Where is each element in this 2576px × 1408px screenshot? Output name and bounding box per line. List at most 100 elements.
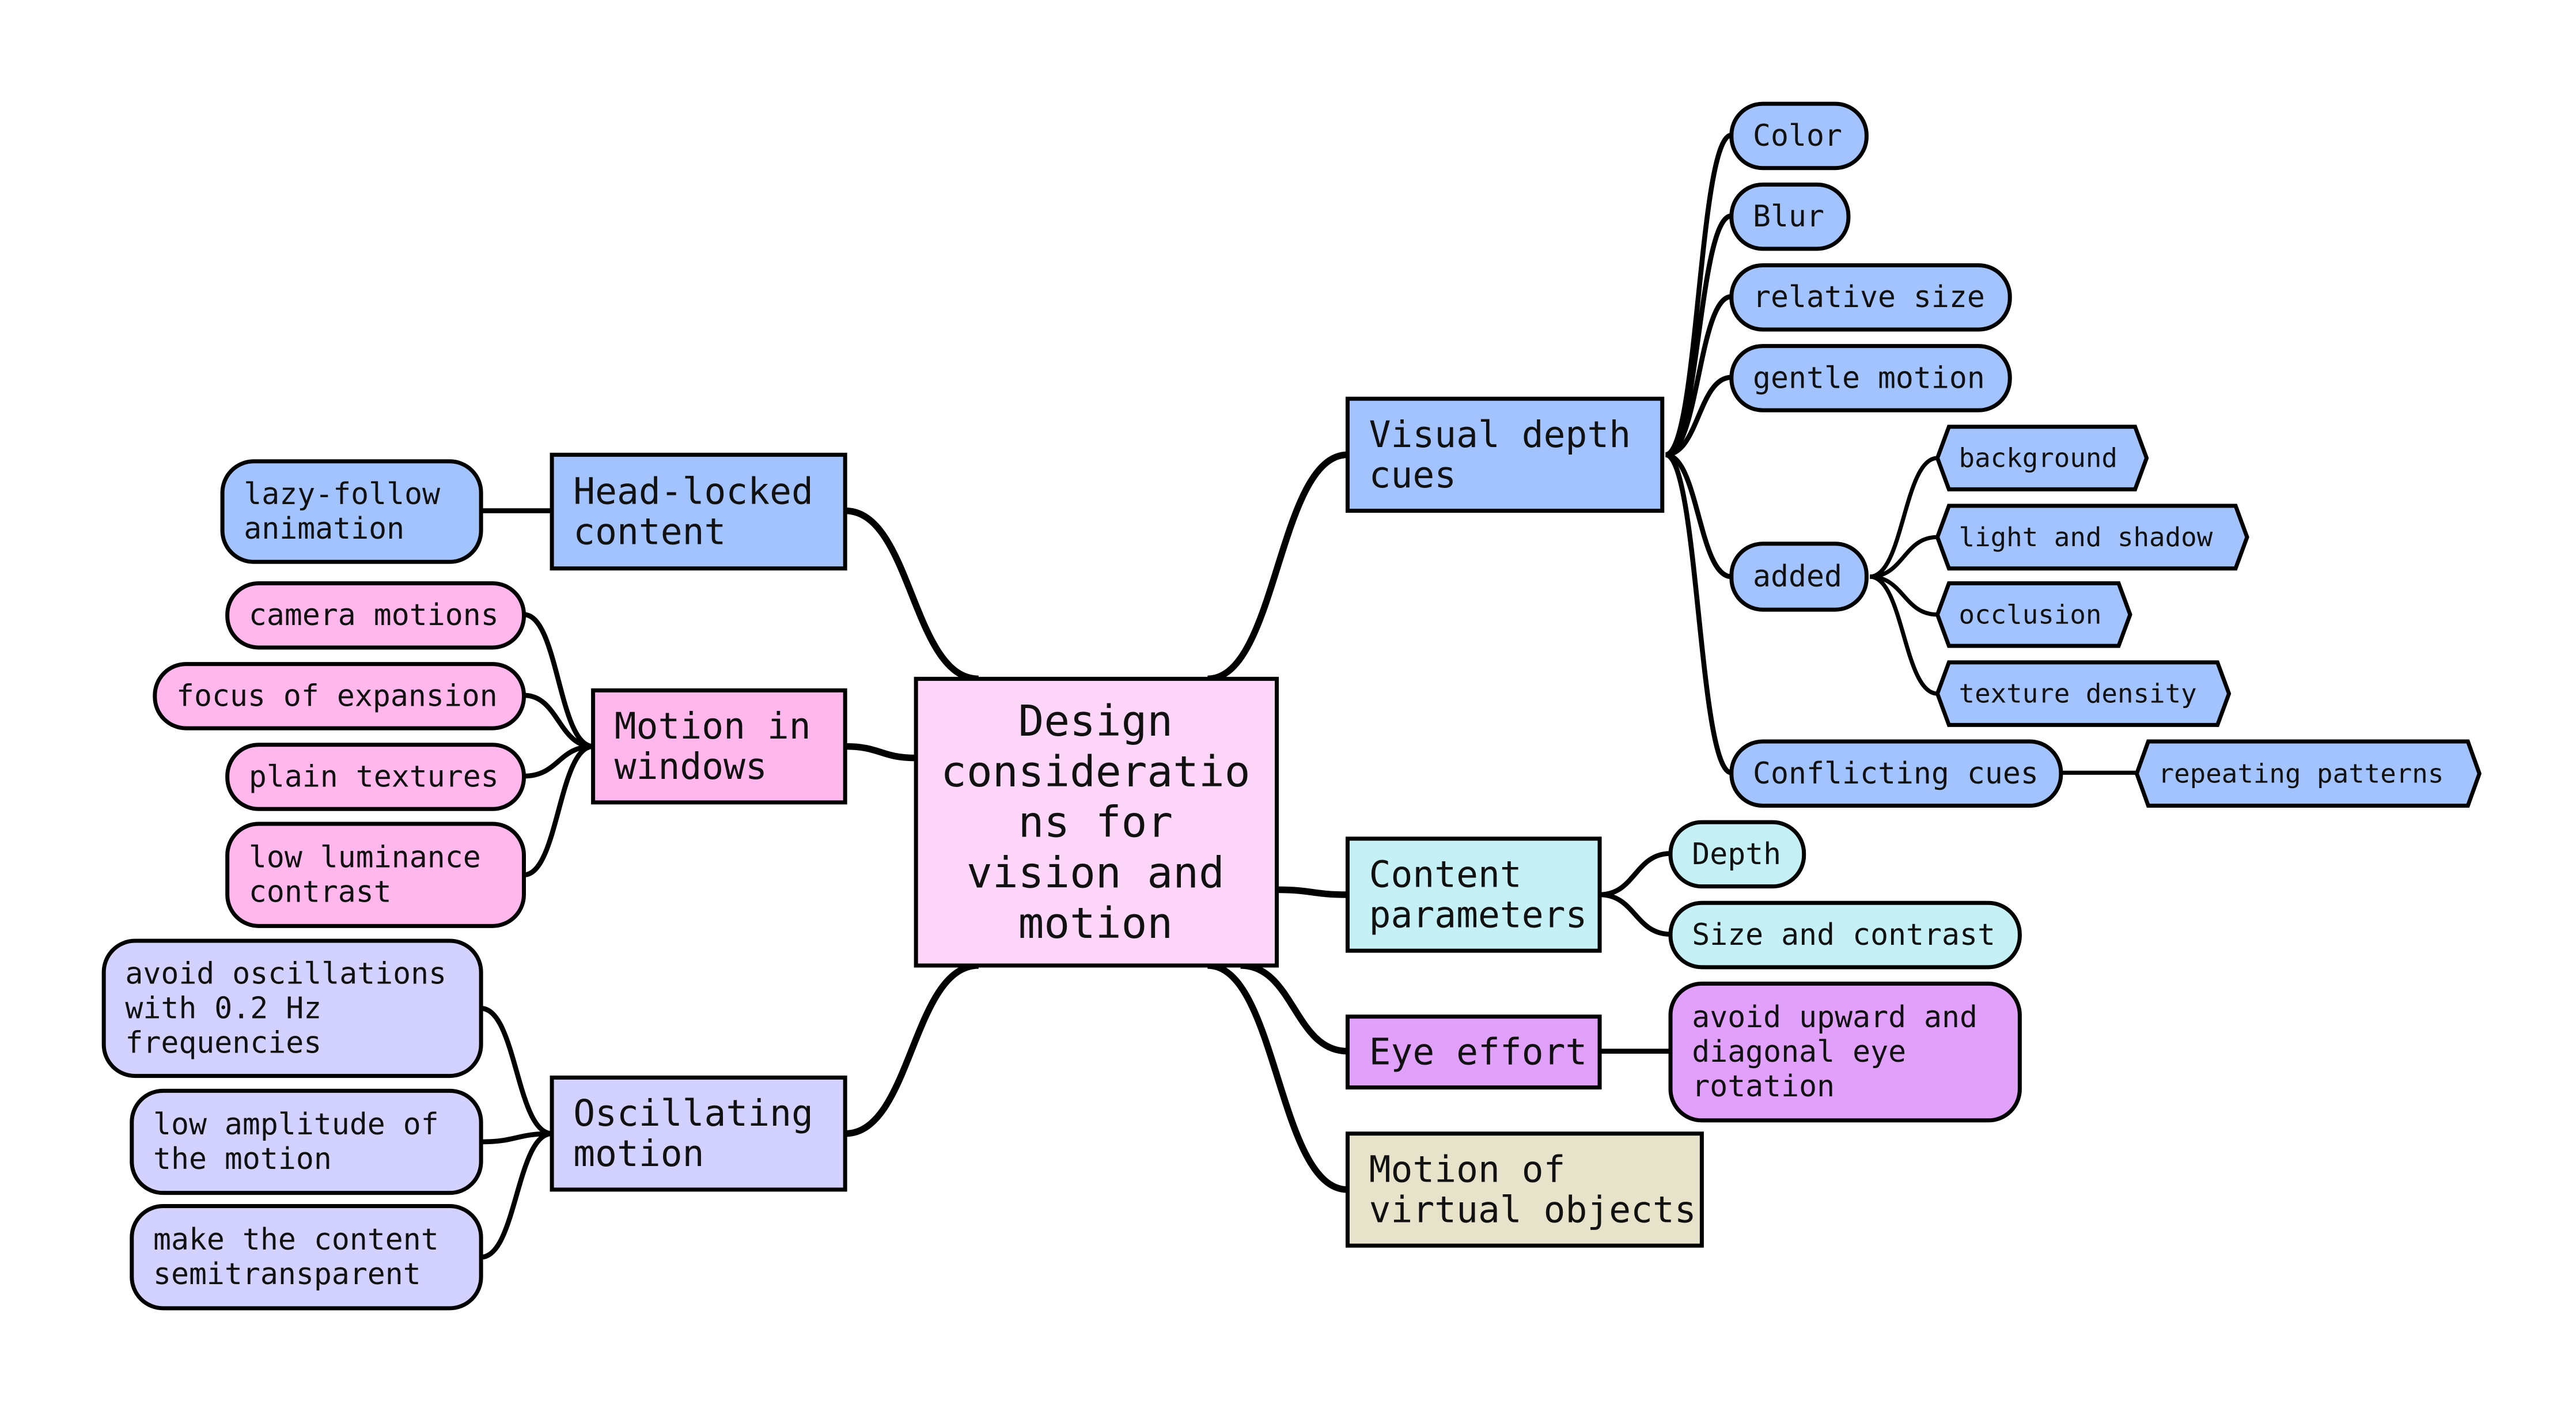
texture-density-label-line: texture density — [1959, 679, 2197, 709]
size-contrast-shape — [1668, 900, 2022, 970]
center-label-line: consideratio — [941, 747, 1250, 797]
edge-center-visual-depth — [1207, 451, 1348, 683]
plain-shape — [225, 743, 526, 811]
avoid-upward-label-line: diagonal eye — [1692, 1035, 1906, 1069]
node-color[interactable]: Color — [1729, 101, 1869, 171]
motion-windows-label-line: Motion in — [615, 705, 811, 747]
node-eye-effort[interactable]: Eye effort — [1345, 1015, 1602, 1090]
motion-virtual-label-line: Motion of — [1369, 1148, 1566, 1190]
oscillating-label-line: motion — [573, 1133, 704, 1175]
light-shadow-shape — [1935, 504, 2249, 571]
node-camera[interactable]: camera motions — [225, 581, 526, 650]
node-plain[interactable]: plain textures — [225, 743, 526, 811]
motion-virtual-label-line: virtual objects — [1369, 1189, 1696, 1231]
lazy-follow-label-line: lazy-follow — [244, 477, 440, 512]
low-amp-shape — [130, 1088, 483, 1195]
center-label-line: vision and — [967, 847, 1225, 898]
edge-center-motion-windows — [845, 743, 916, 762]
added-shape — [1729, 542, 1869, 612]
focus-label-line: focus of expansion — [176, 679, 498, 713]
light-shadow-label-line: light and shadow — [1959, 522, 2213, 552]
gentle-motion-label-line: gentle motion — [1753, 361, 1985, 395]
node-size-contrast[interactable]: Size and contrast — [1668, 900, 2022, 970]
avoid-upward-label-line: rotation — [1692, 1069, 1835, 1104]
color-shape — [1729, 101, 1869, 171]
edge-mw-camera — [523, 612, 594, 749]
edge-mw-focus — [524, 692, 593, 749]
motion-windows-shape — [591, 688, 847, 805]
edge-vd-color — [1665, 133, 1733, 457]
edge-osc-semitransparent — [480, 1131, 552, 1260]
visual-depth-label-line: cues — [1369, 454, 1457, 496]
low-lum-label-line: contrast — [249, 875, 392, 910]
visual-depth-label-line: Visual depth — [1369, 414, 1631, 456]
node-focus[interactable]: focus of expansion — [153, 662, 526, 731]
edge-center-eye-effort — [1240, 962, 1348, 1055]
edge-added-light-shadow — [1869, 535, 1938, 579]
edge-center-motion-virtual — [1207, 962, 1348, 1193]
edge-vd-relative-size — [1665, 294, 1732, 457]
edge-added-background — [1869, 456, 1938, 579]
node-occlusion[interactable]: occlusion — [1935, 581, 2132, 648]
repeating-label-line: repeating patterns — [2158, 758, 2444, 789]
relative-size-label-line: relative size — [1753, 280, 1985, 315]
avoid-osc-label-line: avoid oscillations — [125, 956, 446, 991]
edge-vd-gentle-motion — [1665, 374, 1732, 457]
semitransparent-label-line: make the content — [153, 1222, 439, 1257]
node-background[interactable]: background — [1935, 425, 2149, 491]
node-depth[interactable]: Depth — [1668, 820, 1806, 889]
center-shape — [914, 676, 1279, 968]
node-blur[interactable]: Blur — [1729, 182, 1851, 251]
edge-center-head-locked — [844, 507, 979, 683]
avoid-osc-shape — [101, 938, 483, 1078]
color-label-line: Color — [1753, 119, 1842, 153]
content-params-label-line: parameters — [1369, 894, 1588, 936]
low-lum-label-line: low luminance — [249, 841, 481, 875]
visual-depth-shape — [1345, 396, 1665, 513]
node-added[interactable]: added — [1729, 542, 1869, 612]
edge-osc-avoid — [480, 1006, 552, 1136]
oscillating-shape — [550, 1075, 847, 1192]
center-label-line: motion — [1018, 898, 1173, 948]
head-locked-label-line: Head-locked — [573, 470, 813, 512]
node-relative-size[interactable]: relative size — [1729, 263, 2012, 332]
node-light-shadow[interactable]: light and shadow — [1935, 504, 2249, 571]
edge-added-texture — [1869, 574, 1938, 696]
content-params-label-line: Content — [1369, 853, 1522, 895]
motion-virtual-shape — [1345, 1131, 1704, 1248]
edge-cp-size-contrast — [1599, 892, 1671, 937]
node-conflicting[interactable]: Conflicting cues — [1729, 739, 2063, 808]
head-locked-shape — [550, 452, 847, 571]
background-label-line: background — [1959, 443, 2117, 474]
texture-density-shape — [1935, 660, 2232, 727]
low-amp-label-line: low amplitude of — [153, 1107, 439, 1142]
lazy-follow-shape — [220, 459, 483, 564]
edge-cp-depth — [1599, 851, 1671, 898]
focus-shape — [153, 662, 526, 731]
edge-mw-plain — [524, 744, 593, 779]
edge-osc-low-amp — [481, 1131, 552, 1145]
edge-vd-conflicting — [1665, 452, 1733, 775]
repeating-shape — [2134, 739, 2482, 808]
motion-windows-label-line: windows — [615, 745, 767, 788]
eye-effort-shape — [1345, 1015, 1602, 1090]
lazy-follow-label-line: animation — [244, 512, 404, 546]
node-gentle-motion[interactable]: gentle motion — [1729, 344, 2012, 412]
node-texture-density[interactable]: texture density — [1935, 660, 2232, 727]
avoid-upward-label-line: avoid upward and — [1692, 1000, 1978, 1035]
node-repeating[interactable]: repeating patterns — [2134, 739, 2482, 808]
